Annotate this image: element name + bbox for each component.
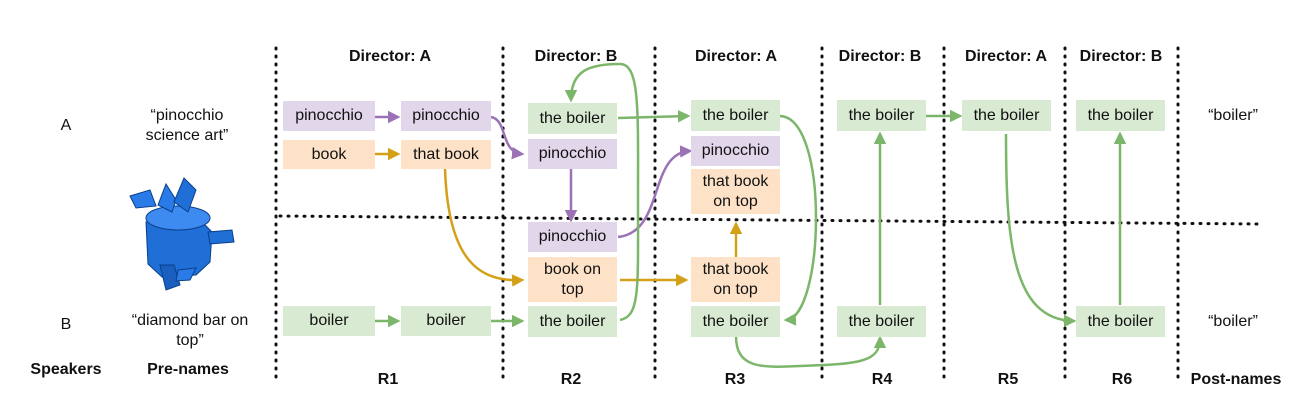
orange-arrow-r1-r2 xyxy=(443,167,525,287)
box-r1b-a-that-book: that book xyxy=(401,140,491,169)
box-r1b-b-boiler: boiler xyxy=(401,306,491,336)
postname-b: “boiler” xyxy=(1208,313,1258,330)
box-r2-a-pinocchio: pinocchio xyxy=(528,139,617,169)
orange-arrows xyxy=(374,147,743,287)
green-arrow-r2-r3 xyxy=(617,110,691,123)
box-r3-b-that-book-on-top: that book on top xyxy=(691,257,780,302)
box-r1-a-pinocchio: pinocchio xyxy=(283,101,375,131)
footer-round-r6: R6 xyxy=(1111,371,1133,388)
box-r4-b-the-boiler: the boiler xyxy=(837,306,926,337)
box-r3-b-the-boiler: the boiler xyxy=(691,306,780,337)
box-r3-a-pinocchio: pinocchio xyxy=(691,136,780,166)
green-arrow-r2-loop xyxy=(564,62,640,322)
tangram-figure xyxy=(129,177,235,291)
box-r2-b-the-boiler: the boiler xyxy=(528,306,617,337)
director-header-r3: Director: A xyxy=(694,48,778,65)
speaker-a-label: A xyxy=(60,117,72,134)
box-r3-a-that-book-on-top: that book on top xyxy=(691,169,780,214)
footer-round-r1: R1 xyxy=(377,371,399,388)
footer-round-r5: R5 xyxy=(997,371,1019,388)
director-header-r1: Director: A xyxy=(348,48,432,65)
director-header-r5: Director: A xyxy=(964,48,1048,65)
speaker-b-label: B xyxy=(60,316,72,333)
box-r1-b-boiler: boiler xyxy=(283,306,375,336)
footer-round-r4: R4 xyxy=(871,371,893,388)
box-r4-a-the-boiler: the boiler xyxy=(837,100,926,131)
dotted-dividers xyxy=(274,46,1260,382)
green-arrow-r5-r6 xyxy=(1004,133,1077,328)
box-r2-b-pinocchio: pinocchio xyxy=(528,222,617,252)
box-r3-a-the-boiler: the boiler xyxy=(691,100,780,131)
prename-b: “diamond bar on top” xyxy=(131,312,249,349)
purple-arrow-r2-r3 xyxy=(617,145,693,239)
footer-postnames: Post-names xyxy=(1190,371,1282,388)
box-r1b-a-pinocchio: pinocchio xyxy=(401,101,491,131)
box-r6-a-the-boiler: the boiler xyxy=(1076,100,1165,131)
postname-a: “boiler” xyxy=(1208,107,1258,124)
footer-round-r2: R2 xyxy=(560,371,582,388)
box-r5-a-the-boiler: the boiler xyxy=(962,100,1051,131)
director-header-r2: Director: B xyxy=(534,48,618,65)
box-r2-b-book-on-top: book on top xyxy=(528,257,617,302)
box-r6-b-the-boiler: the boiler xyxy=(1076,306,1165,337)
director-header-r4: Director: B xyxy=(838,48,922,65)
footer-prenames: Pre-names xyxy=(147,361,229,378)
purple-arrows xyxy=(374,110,693,239)
purple-arrow-r1-r2 xyxy=(490,115,525,160)
box-r1-a-book: book xyxy=(283,140,375,169)
box-r2-a-the-boiler: the boiler xyxy=(528,103,617,134)
footer-round-r3: R3 xyxy=(724,371,746,388)
director-header-r6: Director: B xyxy=(1079,48,1163,65)
footer-speakers: Speakers xyxy=(30,361,102,378)
green-arrow-r3-loop xyxy=(779,114,818,326)
green-arrows xyxy=(374,62,1127,368)
green-arrow-r3-r4 xyxy=(734,335,887,368)
prename-a: “pinocchio science art” xyxy=(145,107,229,144)
